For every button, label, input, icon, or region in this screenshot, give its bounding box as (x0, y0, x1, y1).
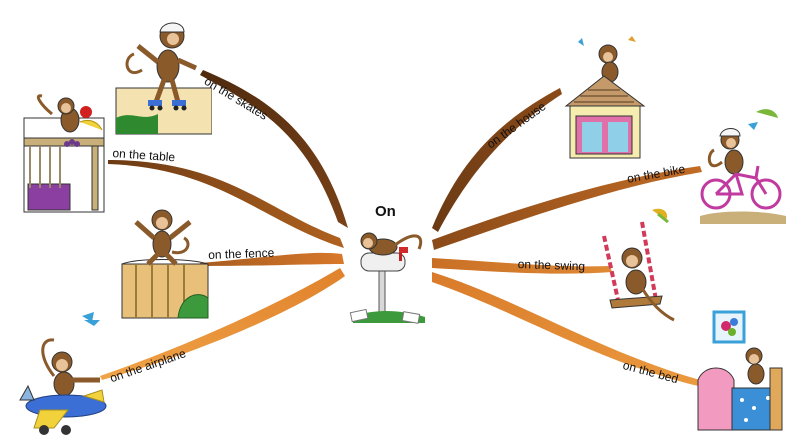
center-title: On (375, 203, 396, 220)
monkey-on-table-illustration (23, 94, 105, 213)
monkey-on-bike-illustration (700, 109, 786, 224)
branch-bike (432, 166, 702, 250)
branch-table (108, 160, 344, 248)
monkey-on-fence-illustration (121, 209, 209, 319)
monkey-on-swing-illustration (602, 208, 675, 322)
label-on-the-fence: on the fence (208, 245, 275, 262)
monkey-on-airplane-illustration (19, 312, 107, 435)
monkey-on-skates-illustration (115, 22, 212, 135)
monkey-on-mailbox-illustration (349, 232, 425, 324)
branch-bed (432, 272, 700, 386)
branch-fence (200, 252, 344, 266)
label-on-the-swing: on the swing (517, 257, 586, 274)
monkey-on-bed-illustration (697, 310, 783, 431)
branch-house (432, 88, 562, 232)
branch-swing (432, 258, 612, 274)
monkey-on-house-illustration (564, 36, 646, 159)
branch-airplane (100, 268, 345, 380)
